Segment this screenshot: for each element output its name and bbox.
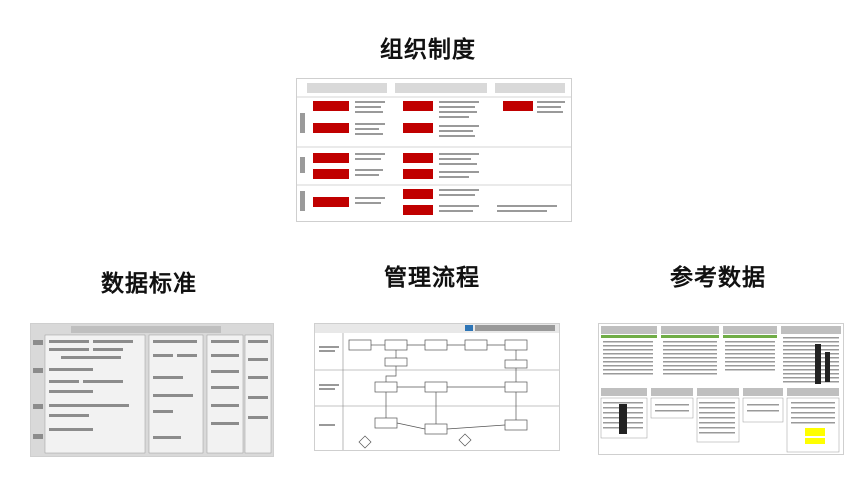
reference-thumbnail[interactable] bbox=[598, 323, 844, 455]
section-title-reference: 参考数据 bbox=[670, 264, 766, 291]
org-thumbnail[interactable] bbox=[296, 78, 572, 222]
process-thumbnail[interactable] bbox=[314, 323, 560, 451]
data-standard-thumbnail[interactable] bbox=[30, 323, 274, 457]
section-title-data-standard: 数据标准 bbox=[101, 270, 197, 297]
org-chart-thumbnail-icon bbox=[297, 79, 571, 221]
reference-data-tables-thumbnail-icon bbox=[599, 324, 843, 454]
data-standard-table-thumbnail-icon bbox=[31, 324, 273, 456]
section-title-org: 组织制度 bbox=[380, 36, 476, 63]
process-flowchart-thumbnail-icon bbox=[315, 324, 559, 450]
section-title-process: 管理流程 bbox=[384, 264, 480, 291]
